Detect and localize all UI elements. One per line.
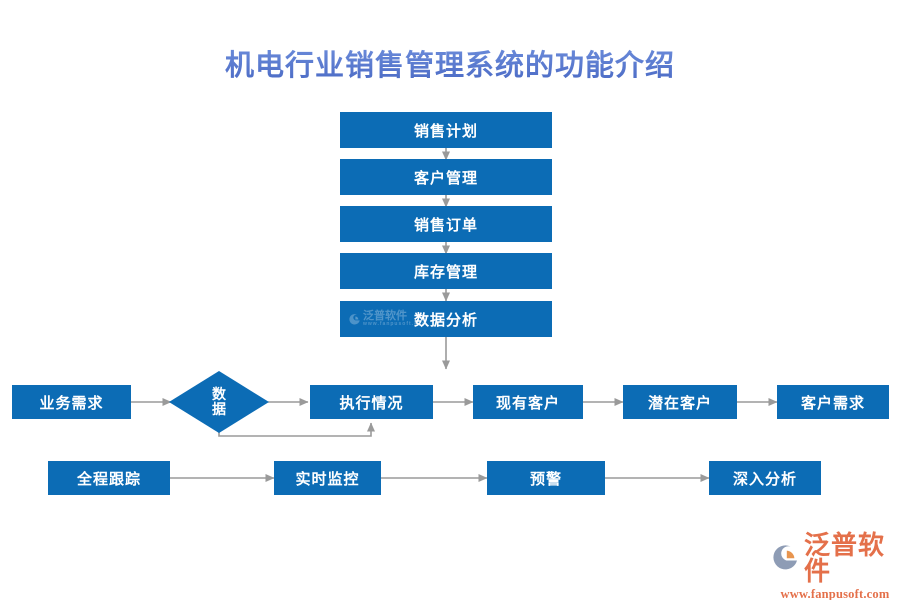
fanpu-logo-icon bbox=[348, 313, 361, 326]
page-title: 机电行业销售管理系统的功能介绍 bbox=[0, 42, 900, 84]
node-label: 实时监控 bbox=[295, 470, 360, 488]
node-label: 客户管理 bbox=[413, 169, 478, 187]
node-label: 深入分析 bbox=[732, 470, 797, 488]
node-label: 数据分析 bbox=[413, 311, 478, 329]
node-realtime-monitoring[interactable]: 实时监控 bbox=[274, 461, 381, 495]
node-existing-customer[interactable]: 现有客户 bbox=[473, 385, 583, 419]
node-label: 销售订单 bbox=[413, 216, 478, 234]
diamond-label-line-1: 数 bbox=[212, 386, 226, 403]
node-business-requirement[interactable]: 业务需求 bbox=[12, 385, 131, 419]
node-label: 现有客户 bbox=[495, 394, 560, 412]
node-label: 全程跟踪 bbox=[76, 470, 141, 488]
node-label: 业务需求 bbox=[39, 394, 104, 412]
node-label: 销售计划 bbox=[413, 122, 478, 140]
brand-logo-text: 泛普软件 bbox=[804, 530, 886, 586]
node-label: 客户需求 bbox=[800, 394, 865, 412]
node-sales-order[interactable]: 销售订单 bbox=[340, 206, 552, 242]
node-inventory-management[interactable]: 库存管理 bbox=[340, 253, 552, 289]
node-customer-requirement[interactable]: 客户需求 bbox=[777, 385, 889, 419]
node-label: 库存管理 bbox=[413, 263, 478, 281]
node-deep-analysis[interactable]: 深入分析 bbox=[709, 461, 821, 495]
node-data-decision[interactable]: 数 据 bbox=[169, 371, 269, 433]
node-sales-plan[interactable]: 销售计划 bbox=[340, 112, 552, 148]
node-full-process-tracking[interactable]: 全程跟踪 bbox=[48, 461, 170, 495]
node-early-warning[interactable]: 预警 bbox=[487, 461, 605, 495]
node-potential-customer[interactable]: 潜在客户 bbox=[623, 385, 737, 419]
fanpu-swoosh-icon bbox=[770, 543, 800, 573]
diamond-label-line-2: 据 bbox=[212, 401, 226, 417]
brand-logo: 泛普软件 www.fanpusoft.com bbox=[770, 532, 900, 600]
node-execution-status[interactable]: 执行情况 bbox=[310, 385, 433, 419]
node-label: 潜在客户 bbox=[647, 394, 712, 412]
node-customer-management[interactable]: 客户管理 bbox=[340, 159, 552, 195]
diamond-label: 数 据 bbox=[169, 371, 269, 433]
brand-logo-row: 泛普软件 bbox=[770, 532, 900, 584]
node-label: 执行情况 bbox=[339, 394, 404, 412]
node-data-analysis[interactable]: 泛普软件 www.fanpusoft.com 数据分析 bbox=[340, 301, 552, 337]
brand-logo-url: www.fanpusoft.com bbox=[780, 587, 890, 600]
node-label: 预警 bbox=[529, 470, 562, 488]
